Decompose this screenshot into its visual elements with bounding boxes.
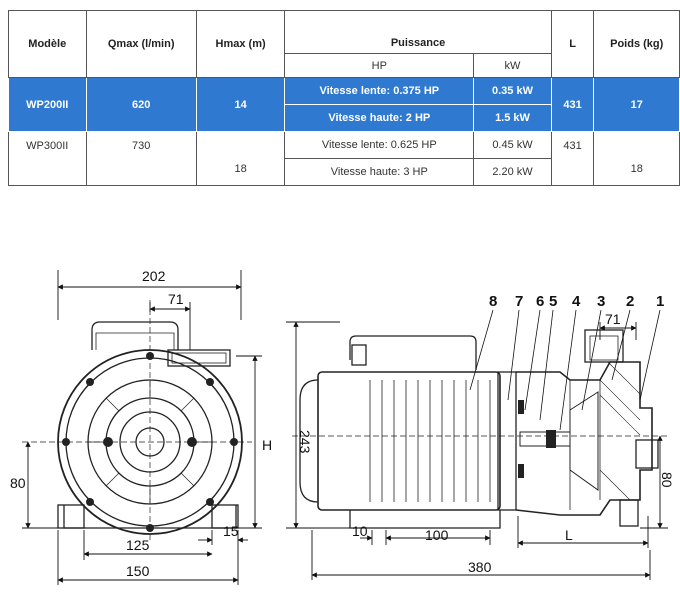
front-view-drawing bbox=[22, 300, 252, 540]
cell-kw-high: 2.20 kW bbox=[473, 158, 552, 186]
part-number: 6 bbox=[536, 293, 544, 310]
cell-kw-low: 0.35 kW bbox=[473, 77, 552, 105]
front-view-dimensions bbox=[22, 270, 262, 585]
dim-width-top: 202 bbox=[142, 268, 166, 284]
dim-outlet: 71 bbox=[168, 291, 184, 307]
part-number: 1 bbox=[656, 293, 664, 310]
side-view-drawing bbox=[292, 329, 670, 529]
cell-hmax: 18 bbox=[195, 131, 286, 186]
part-leaders bbox=[469, 309, 661, 431]
cell-qmax: 730 bbox=[85, 131, 197, 186]
side-view-dimensions bbox=[286, 321, 668, 580]
table-row: WP300II 730 18 Vitesse lente: 0.625 HP 0… bbox=[8, 131, 680, 186]
dim-total-length: 380 bbox=[468, 559, 492, 575]
table-row: Vitesse haute: 3 HP 2.20 kW bbox=[9, 158, 680, 186]
part-number: 8 bbox=[489, 293, 497, 310]
cell-weight: 18 bbox=[593, 131, 680, 186]
header-kw: kW bbox=[473, 53, 552, 78]
cell-hmax: 14 bbox=[195, 77, 286, 132]
header-power: Puissance bbox=[284, 10, 552, 54]
cell-hp-high: Vitesse haute: 3 HP bbox=[284, 158, 475, 186]
table-row: WP200II 620 14 Vitesse lente: 0.375 HP 0… bbox=[8, 77, 680, 132]
dim-foot-gap: 10 bbox=[352, 523, 368, 539]
table-row: Vitesse haute: 2 HP 1.5 kW bbox=[9, 104, 680, 132]
dim-length-label: L bbox=[565, 527, 573, 543]
part-number: 4 bbox=[572, 293, 581, 310]
cell-length: 431 bbox=[550, 131, 595, 186]
part-number: 5 bbox=[549, 293, 557, 310]
part-number: 7 bbox=[515, 293, 523, 310]
header-model: Modèle bbox=[8, 10, 87, 78]
dim-foot-thickness: 15 bbox=[223, 523, 239, 539]
part-number: 3 bbox=[597, 293, 605, 310]
cell-hp-low: Vitesse lente: 0.375 HP bbox=[284, 77, 475, 105]
cell-qmax: 620 bbox=[85, 77, 197, 132]
dim-side-center-height: 80 bbox=[659, 472, 675, 488]
dim-height-label: H bbox=[262, 437, 272, 453]
dim-foot-inner: 125 bbox=[126, 537, 150, 553]
dim-side-height: 243 bbox=[297, 430, 313, 454]
header-qmax: Qmax (l/min) bbox=[85, 10, 197, 78]
cell-hp-high: Vitesse haute: 2 HP bbox=[284, 104, 475, 132]
part-numbers: 8 7 6 5 4 3 2 1 bbox=[489, 293, 664, 310]
cell-hp-low: Vitesse lente: 0.625 HP bbox=[284, 131, 475, 159]
dim-side-outlet: 71 bbox=[605, 311, 621, 327]
dim-foot-outer: 150 bbox=[126, 563, 150, 579]
part-number: 2 bbox=[626, 293, 634, 310]
header-weight: Poids (kg) bbox=[593, 10, 680, 78]
cell-model: WP300II bbox=[8, 131, 87, 186]
dim-center-height: 80 bbox=[10, 475, 26, 491]
cell-length: 431 bbox=[550, 77, 595, 132]
header-hp: HP bbox=[284, 53, 475, 78]
dim-foot-span: 100 bbox=[425, 527, 449, 543]
header-hmax: Hmax (m) bbox=[195, 10, 286, 78]
spec-table: Modèle Qmax (l/min) Hmax (m) Puissance L… bbox=[8, 10, 680, 186]
